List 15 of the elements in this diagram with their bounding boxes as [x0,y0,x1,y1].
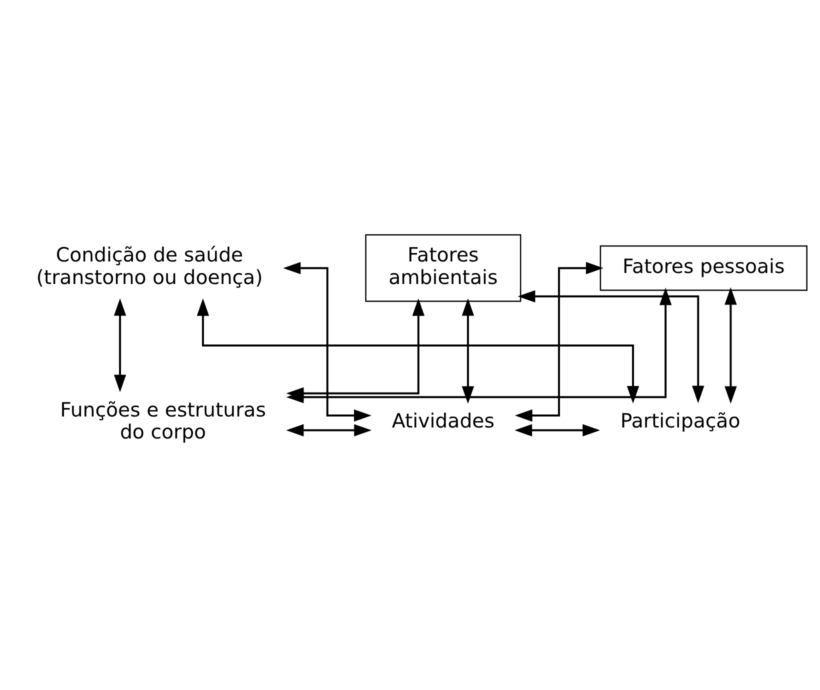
arrow [283,261,372,422]
arrow [462,298,474,404]
node-box: Fatores pessoais [600,244,808,290]
arrow [724,286,737,404]
arrow [196,298,640,403]
node-box: Fatores ambientais [365,234,522,302]
arrow [514,261,604,422]
node-text: Participação [620,409,740,432]
arrow [286,424,372,436]
node-text: Funções e estruturas do corpo [60,398,266,444]
node-text: Atividades [392,409,494,432]
arrow [514,424,600,436]
arrow [518,290,704,403]
arrow [114,298,126,392]
node-text: Condição de saúde (transtorno ou doença) [36,243,263,288]
